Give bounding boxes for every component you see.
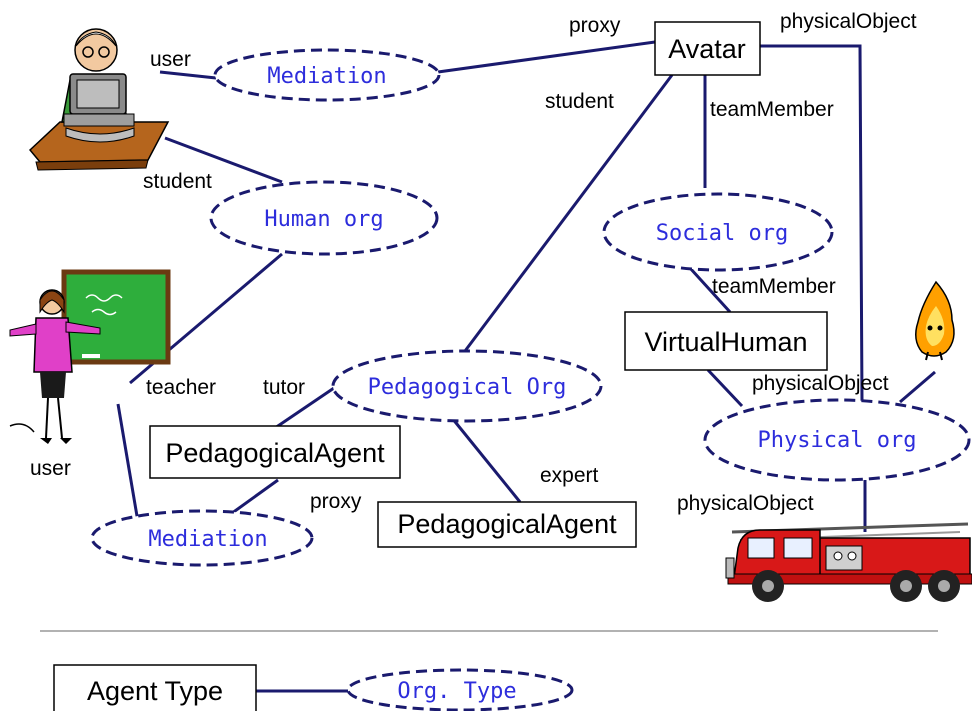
legend-org-type: Org. Type [346,668,574,711]
role-physicalobject-top: physicalObject [780,10,917,33]
agent-pedagogical-tutor-label: PedagogicalAgent [165,438,385,468]
link-fire-physicalorg [899,370,936,404]
link-avatar-physicalobject [760,44,864,403]
link-avatar-pedagogicalorg [460,74,674,356]
org-mediation-bottom-label: Mediation [148,527,267,552]
role-physicalobject-mid: physicalObject [752,372,889,395]
legend-agent-type: Agent Type [53,664,257,711]
org-physical: Physical org [703,398,971,482]
role-proxy-bottom: proxy [310,490,362,513]
org-human: Human org [209,180,439,256]
agent-virtual-human: VirtualHuman [624,311,828,371]
org-mediation-top-label: Mediation [267,64,386,89]
role-user-top: user [150,48,191,71]
role-student-user: student [143,170,212,193]
link-user-mediation [159,70,217,80]
link-socialorg-virtualhuman [688,266,732,314]
role-user-left: user [30,457,71,480]
org-physical-label: Physical org [758,428,917,453]
teacher-clipart [9,269,171,444]
links [116,40,936,693]
fire-truck-clipart [725,522,972,602]
org-pedagogical-label: Pedagogical Org [368,375,567,400]
role-tutor: tutor [263,376,305,399]
agent-pedagogical-expert: PedagogicalAgent [377,501,637,548]
fire-clipart [915,280,955,361]
role-teammember-avatar: teamMember [710,98,834,121]
link-user-mediation-bottom [116,403,140,523]
agent-virtual-human-label: VirtualHuman [644,327,807,357]
org-pedagogical: Pedagogical Org [331,349,603,423]
role-expert: expert [540,464,599,487]
org-mediation-top: Mediation [213,48,441,102]
role-teammember-vh: teamMember [712,275,836,298]
org-social: Social org [602,192,834,272]
org-human-label: Human org [264,207,383,232]
legend-org-type-label: Org. Type [397,679,516,704]
link-pedagogicalorg-expert [450,417,522,503]
link-tutor-pedagogicalorg [271,386,335,432]
org-social-label: Social org [656,221,788,246]
link-mediation-avatar [437,40,656,74]
role-teacher: teacher [146,376,216,399]
agent-avatar-label: Avatar [668,34,746,64]
org-mediation-bottom: Mediation [90,509,314,567]
legend-agent-type-label: Agent Type [87,676,223,706]
link-pedagogicalagent-mediation [227,478,279,518]
computer-user-clipart [28,28,170,171]
link-virtualhuman-physicalorg [706,368,744,408]
role-physicalobject-bottom: physicalObject [677,492,814,515]
link-user-humanorg [164,136,283,184]
agent-avatar: Avatar [654,21,761,76]
agent-pedagogical-tutor: PedagogicalAgent [149,425,401,479]
role-proxy-top: proxy [569,14,621,37]
role-student-avatar: student [545,90,614,113]
agent-pedagogical-expert-label: PedagogicalAgent [397,509,617,539]
